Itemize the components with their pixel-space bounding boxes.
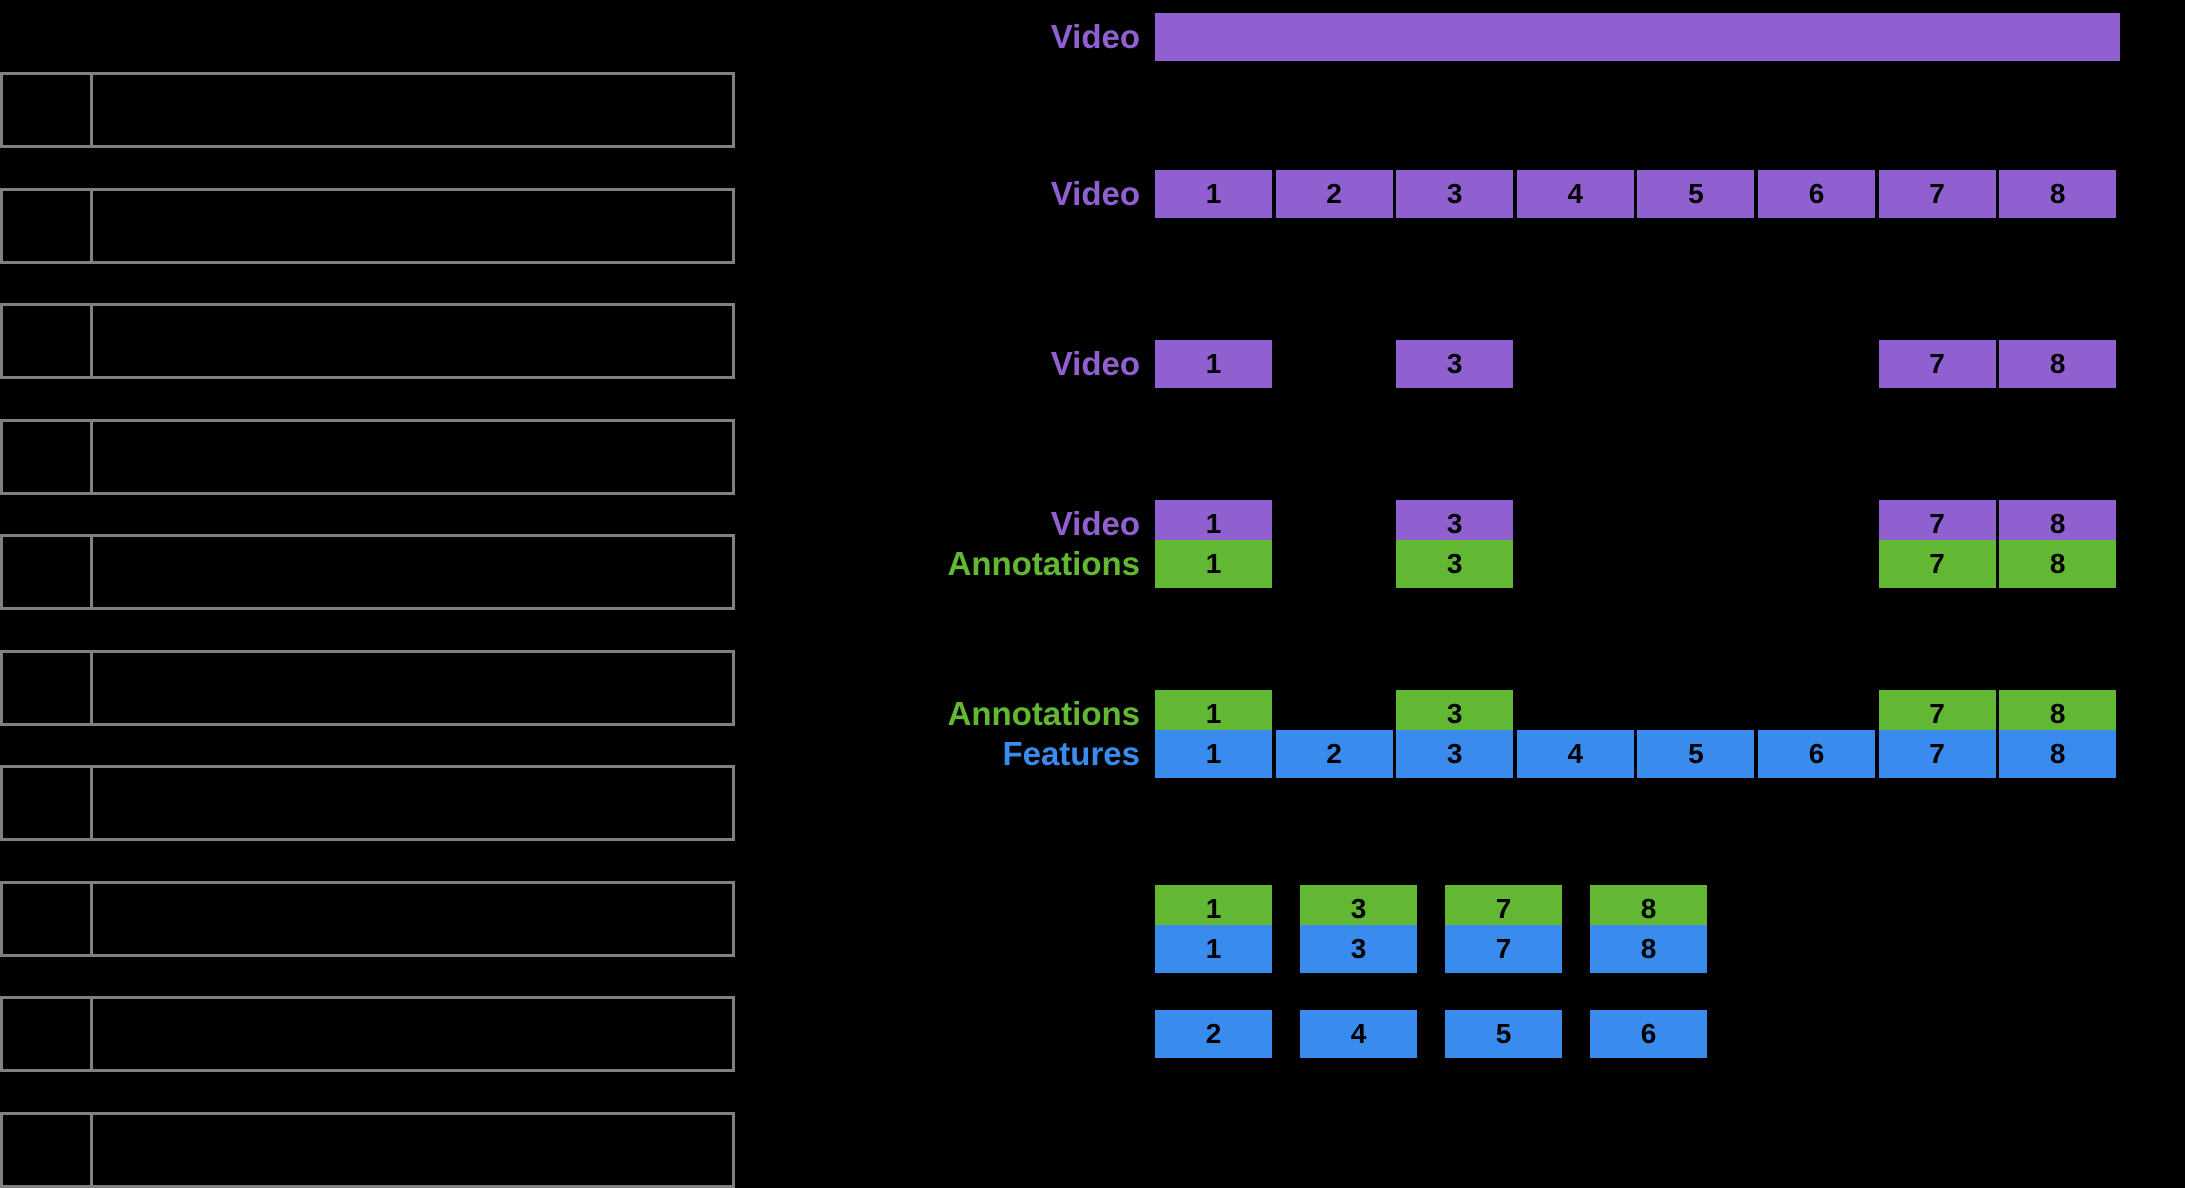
list-row[interactable] [0,72,735,148]
segment-block: 8 [1999,340,2117,388]
list-row-key [3,652,93,723]
track-label-features: Features [1002,735,1140,772]
segment-block: 8 [1999,170,2117,218]
segment-block: 4 [1516,170,1634,218]
track-label-video: Video [1050,175,1140,212]
list-row-key [3,421,93,492]
segment-block: 6 [1758,170,1875,218]
segment-block: 8 [1999,730,2117,778]
segment-block: 6 [1758,730,1875,778]
segment-block: 2 [1275,170,1393,218]
timeline-track-full-video: Video [0,13,2185,61]
list-row-key [3,1114,93,1185]
track-label-annotations: Annotations [947,545,1140,582]
track-label-video: Video [1050,18,1140,55]
segment-block: 2 [1155,1010,1272,1058]
list-row-key [3,75,93,145]
list-row[interactable] [0,187,735,264]
segment-block: 5 [1637,170,1755,218]
list-row[interactable] [0,303,735,379]
segment-block: 5 [1445,1010,1562,1058]
left-list-panel [0,0,740,1188]
segment-block: 3 [1396,540,1514,588]
list-row[interactable] [0,880,735,957]
list-row-key [3,537,93,607]
segment-block: 1 [1155,730,1272,778]
segment-block: 2 [1275,730,1393,778]
segment-block: 7 [1878,340,1996,388]
segment-block: 1 [1155,925,1272,973]
segment-block: 7 [1878,730,1996,778]
segment-block: 8 [1999,540,2117,588]
segment-block: 3 [1300,925,1417,973]
list-row[interactable] [0,996,735,1072]
list-row-key [3,190,93,261]
list-row[interactable] [0,534,735,610]
segment-block: 7 [1445,925,1562,973]
video-full-bar [1155,13,2120,61]
list-row[interactable] [0,418,735,495]
segment-block: 4 [1300,1010,1417,1058]
segment-block: 1 [1155,540,1272,588]
segment-block: 1 [1155,340,1272,388]
list-row[interactable] [0,765,735,841]
segment-block: 4 [1516,730,1634,778]
segment-block: 7 [1878,170,1996,218]
segment-block: 3 [1396,340,1514,388]
segment-block: 5 [1637,730,1755,778]
track-label-video: Video [1050,505,1140,542]
list-row-key [3,306,93,376]
segment-block: 8 [1590,925,1707,973]
segment-block: 3 [1396,170,1514,218]
list-row[interactable] [0,649,735,726]
track-label-annotations: Annotations [947,695,1140,732]
segment-block: 7 [1878,540,1996,588]
list-row-key [3,768,93,838]
list-row-key [3,999,93,1069]
track-label-video: Video [1050,345,1140,382]
segment-block: 1 [1155,170,1272,218]
segment-block: 3 [1396,730,1514,778]
list-row-key [3,883,93,954]
segment-block: 6 [1590,1010,1707,1058]
